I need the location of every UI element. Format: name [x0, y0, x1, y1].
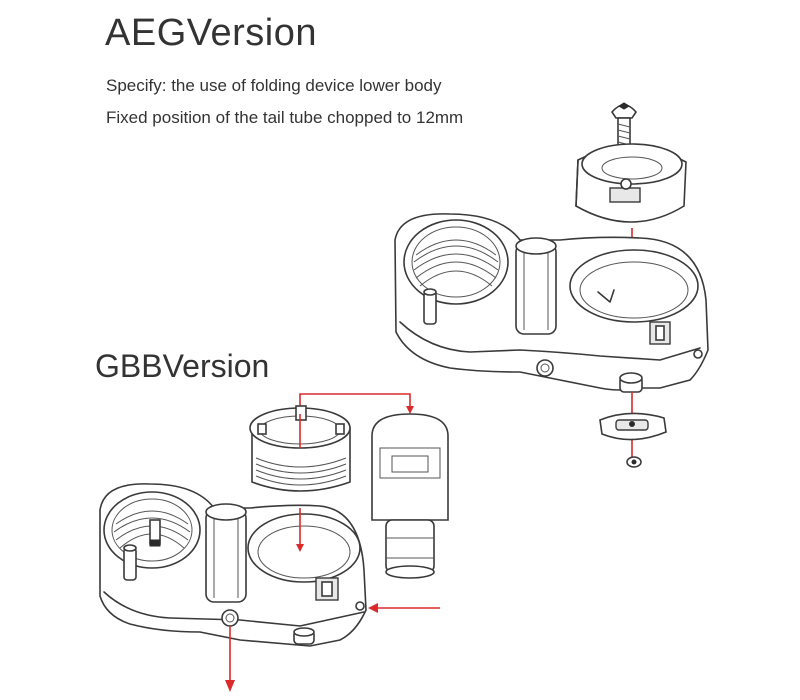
- gbb-side-arrow-head: [368, 603, 378, 613]
- aeg-bottom-screw: [626, 456, 642, 468]
- gbb-assembly: [99, 393, 449, 692]
- gbb-down-arrow-head: [225, 680, 235, 692]
- aeg-bottom-plate: [599, 412, 667, 441]
- aeg-folding-body: [394, 213, 709, 393]
- gbb-bracket-line: [299, 393, 411, 410]
- aeg-spec-line-2: Fixed position of the tail tube chopped …: [106, 108, 464, 127]
- aeg-assembly: [394, 102, 709, 468]
- aeg-spec-line-1: Specify: the use of folding device lower…: [106, 76, 442, 95]
- gbb-folding-body: [99, 483, 367, 647]
- gbb-version-title: GBBVersion: [95, 348, 270, 384]
- gbb-plunger: [371, 413, 449, 579]
- aeg-end-cap: [575, 143, 687, 223]
- aeg-version-title: AEGVersion: [105, 12, 317, 54]
